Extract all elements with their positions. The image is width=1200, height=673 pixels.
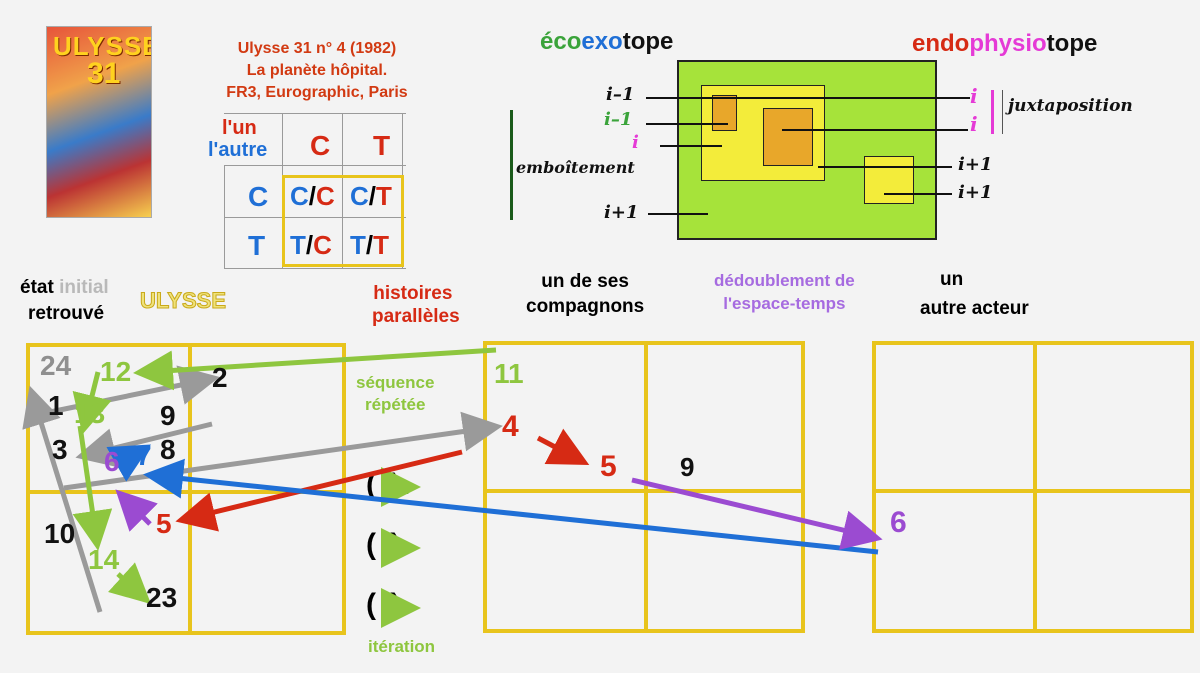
col-header-c: C xyxy=(310,130,331,161)
num-3: 3 xyxy=(52,434,68,465)
inner-box-b xyxy=(864,156,914,204)
arrow-green-11-12 xyxy=(133,347,497,391)
num-9: 9 xyxy=(160,400,176,431)
cell-tc: T/C xyxy=(290,230,332,260)
cell-cc: C/C xyxy=(290,181,335,211)
num-5: 5 xyxy=(156,508,172,539)
arrow-green-12-13 xyxy=(72,371,112,435)
matrix-corner-lautre: l'autre xyxy=(208,139,268,161)
num-4: 4 xyxy=(502,410,519,443)
num-13: 13 xyxy=(74,398,106,429)
juxtaposition-rule xyxy=(1002,90,1003,134)
arrow-purple-5-6-left xyxy=(115,489,158,532)
num-2: 2 xyxy=(212,362,228,393)
num-12: 12 xyxy=(100,356,132,387)
num-23: 23 xyxy=(146,582,178,613)
num-10: 10 xyxy=(44,518,76,549)
comic-cover: ULYSSE 31 xyxy=(46,26,152,218)
arrow-green-14-23 xyxy=(108,562,152,605)
cell-ct: C/T xyxy=(350,181,392,211)
arrow-blue-6-7 xyxy=(143,458,879,555)
title-ecoexotope: écoexotope xyxy=(540,28,674,55)
num-11: 11 xyxy=(494,358,524,389)
heading-dedoublement: dédoublement de l'espace-temps xyxy=(714,271,855,313)
info-line-1: Ulysse 31 n° 4 (1982) xyxy=(237,40,397,57)
heading-etat-initial: état initial xyxy=(20,277,109,298)
right-label-3: i+1 xyxy=(958,154,993,175)
left-label-4: i+1 xyxy=(604,202,639,223)
right-label-1: i xyxy=(970,84,978,108)
arrow-blue-6-7-short xyxy=(106,444,152,482)
comic-info: Ulysse 31 n° 4 (1982) La planète hôpital… xyxy=(222,38,412,104)
info-line-2: La planète hôpital. xyxy=(246,62,388,79)
arrow-purple-5-6 xyxy=(631,477,883,550)
cover-number: 31 xyxy=(87,57,121,90)
row-header-c: C xyxy=(248,181,269,212)
grid-ulysse xyxy=(26,343,346,635)
num-5b: 5 xyxy=(600,450,617,483)
num-6b: 6 xyxy=(890,506,907,539)
right-label-4: i+1 xyxy=(958,182,993,203)
matrix-grid xyxy=(224,113,406,269)
title-endophysiotope: endophysiotope xyxy=(912,30,1098,57)
num-6: 6 xyxy=(104,446,120,477)
row-header-t: T xyxy=(248,230,266,261)
left-label-2: i–1 xyxy=(604,109,633,130)
arrow-grey-long xyxy=(22,385,103,613)
num-14: 14 xyxy=(88,544,120,575)
heading-autre-acteur: un autre acteur xyxy=(920,269,1029,319)
grid-compagnons xyxy=(483,341,805,633)
matrix-corner-lun: l'un xyxy=(222,117,257,139)
cell-tt: T/T xyxy=(350,230,390,260)
num-8: 8 xyxy=(160,434,176,465)
arrow-green-13-14 xyxy=(72,425,113,551)
juxtaposition-bar xyxy=(991,90,994,134)
cover-title: ULYSSE xyxy=(53,31,152,61)
info-line-3: FR3, Eurographic, Paris xyxy=(226,84,408,101)
num-7: 7 xyxy=(136,440,152,471)
left-label-1: i–1 xyxy=(606,84,635,105)
right-label-2: i xyxy=(970,112,978,136)
heading-histoires: histoires parallèles xyxy=(372,283,460,327)
arrow-red-4-5b xyxy=(536,428,590,465)
emboitement-bar xyxy=(510,110,513,220)
iteration-label: itération xyxy=(368,637,436,656)
num-1: 1 xyxy=(48,390,64,421)
emboitement-label: emboîtement xyxy=(516,158,635,177)
heading-compagnons: un de ses compagnons xyxy=(526,271,645,317)
inner-box-medium xyxy=(763,108,813,166)
num-24: 24 xyxy=(40,350,72,381)
left-label-3: i xyxy=(632,132,639,153)
num-9b: 9 xyxy=(680,452,695,482)
juxtaposition-label: juxtaposition xyxy=(1008,96,1133,116)
arrow-red-4-5 xyxy=(175,449,463,532)
sequence-repetee: séquence répétée xyxy=(356,373,435,414)
heading-retrouve: retrouvé xyxy=(28,303,105,324)
grid-autre-acteur xyxy=(872,341,1194,633)
heading-ulysse: ULYSSE xyxy=(139,288,227,313)
col-header-t: T xyxy=(373,130,391,161)
